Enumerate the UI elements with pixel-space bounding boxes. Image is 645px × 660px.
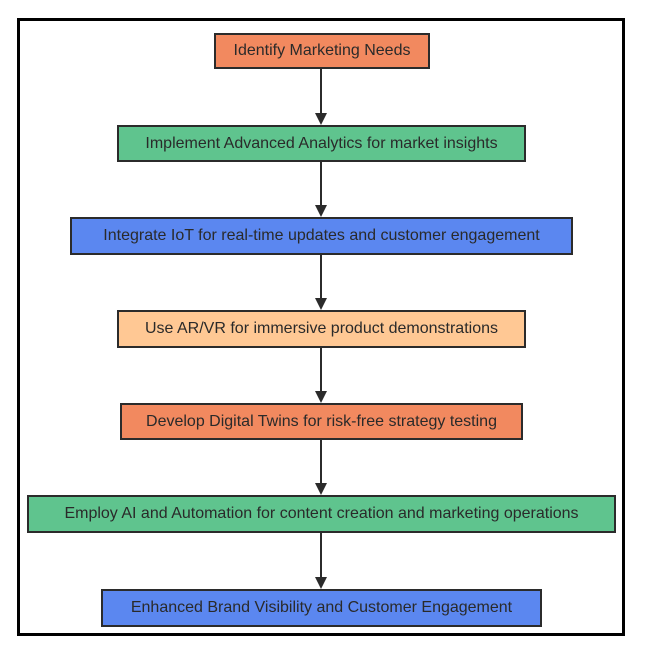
node-identify-marketing-needs: Identify Marketing Needs	[214, 33, 430, 69]
node-label: Employ AI and Automation for content cre…	[64, 505, 579, 522]
node-label: Identify Marketing Needs	[233, 42, 411, 59]
node-label: Use AR/VR for immersive product demonstr…	[144, 320, 498, 337]
node-label: Develop Digital Twins for risk-free stra…	[146, 412, 497, 430]
node-ai-automation: Employ AI and Automation for content cre…	[27, 495, 616, 533]
node-label: Enhanced Brand Visibility and Customer E…	[130, 599, 513, 616]
diagram-frame	[17, 18, 625, 636]
node-advanced-analytics: Implement Advanced Analytics for market …	[117, 125, 526, 162]
node-label: Implement Advanced Analytics for market …	[145, 134, 498, 152]
node-integrate-iot: Integrate IoT for real-time updates and …	[70, 217, 573, 255]
node-ar-vr: Use AR/VR for immersive product demonstr…	[117, 310, 526, 348]
node-digital-twins: Develop Digital Twins for risk-free stra…	[120, 403, 523, 440]
node-label: Integrate IoT for real-time updates and …	[103, 227, 540, 244]
node-enhanced-brand-visibility: Enhanced Brand Visibility and Customer E…	[101, 589, 542, 627]
